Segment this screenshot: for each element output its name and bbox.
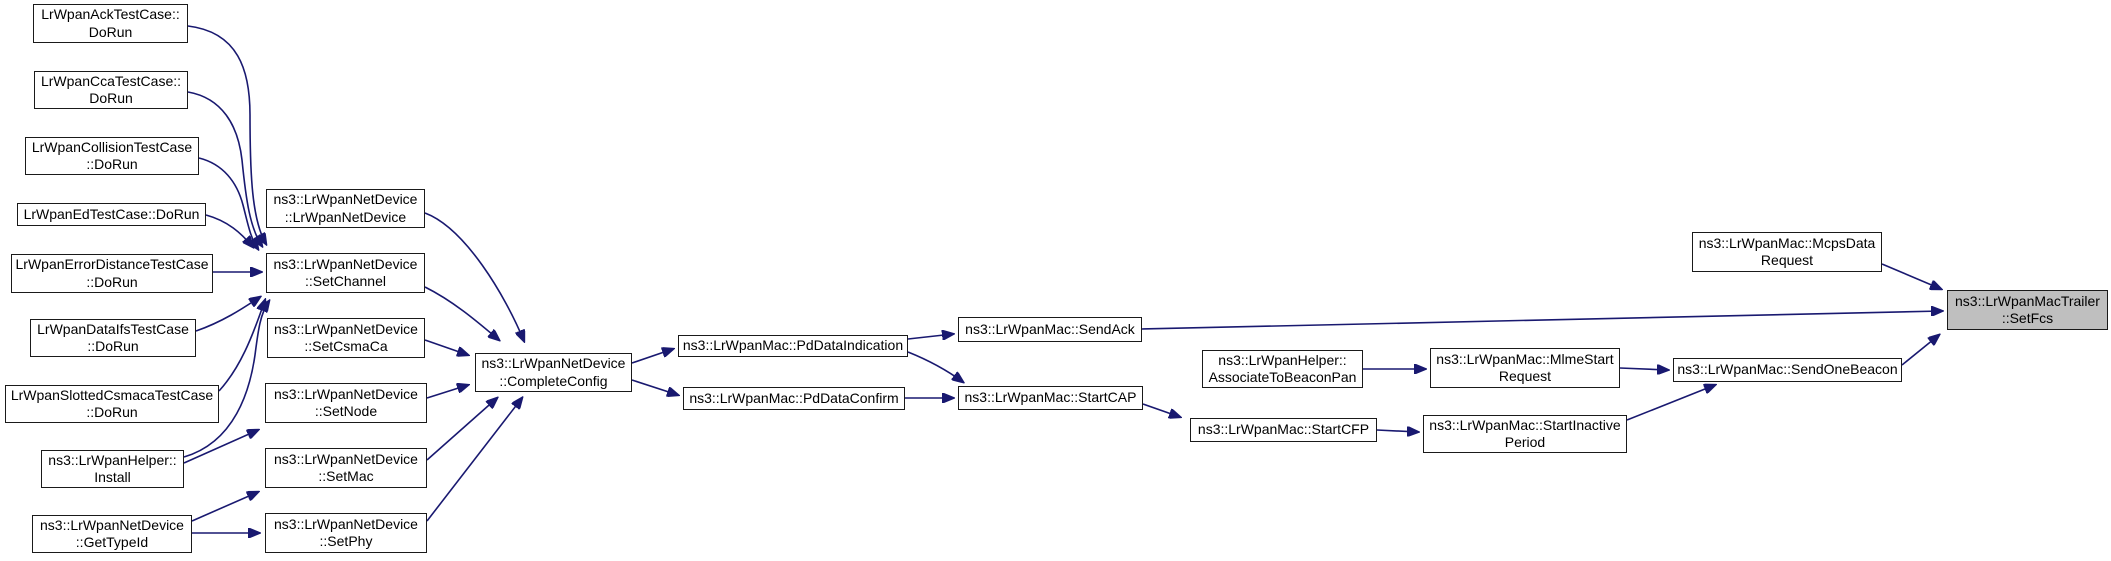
edge-mlmestartrequest-to-sendonebeacon [1619, 368, 1668, 370]
edge-pddataindication-to-sendack [907, 334, 953, 339]
edge-ack-dorun-to-setchannel [187, 25, 266, 244]
edge-setcsmaca-to-completeconfig [424, 339, 468, 355]
edge-slottedcsmaca-dorun-to-setchannel [218, 300, 265, 392]
node-lrwpanmac-pddataconfirm[interactable]: ns3::LrWpanMac::PdDataConfirm [683, 387, 905, 410]
edge-sendack-to-setfcs [1141, 311, 1942, 330]
node-lrwpandataifstestcase-dorun[interactable]: LrWpanDataIfsTestCase ::DoRun [30, 319, 196, 357]
node-lrwpanslottedcsmacatestcase-dorun[interactable]: LrWpanSlottedCsmacaTestCase ::DoRun [5, 385, 219, 423]
node-lrwpanmac-mlmestartrequest[interactable]: ns3::LrWpanMac::MlmeStart Request [1430, 348, 1620, 388]
node-lrwpanmac-sendack[interactable]: ns3::LrWpanMac::SendAck [958, 317, 1142, 342]
node-lrwpannetdevice-setcsmaca[interactable]: ns3::LrWpanNetDevice ::SetCsmaCa [267, 318, 425, 358]
node-lrwpanhelper-install[interactable]: ns3::LrWpanHelper:: Install [41, 450, 184, 488]
node-lrwpanacktestcase-dorun[interactable]: LrWpanAckTestCase:: DoRun [33, 4, 188, 43]
edge-setmac-to-completeconfig [426, 398, 497, 461]
edge-completeconfig-to-pddataconfirm [631, 379, 678, 395]
edge-dataifs-dorun-to-setchannel [195, 297, 260, 332]
edge-cca-dorun-to-setchannel [187, 91, 262, 246]
node-lrwpanccatestcase-dorun[interactable]: LrWpanCcaTestCase:: DoRun [34, 71, 188, 109]
node-lrwpancollisiontestcase-dorun[interactable]: LrWpanCollisionTestCase ::DoRun [25, 137, 199, 175]
node-lrwpannetdevice-setphy[interactable]: ns3::LrWpanNetDevice ::SetPhy [265, 513, 427, 553]
edge-startinactiveperiod-to-sendonebeacon [1626, 385, 1715, 421]
node-lrwpanmactrailer-setfcs: ns3::LrWpanMacTrailer ::SetFcs [1947, 290, 2108, 330]
node-lrwpannetdevice-setnode[interactable]: ns3::LrWpanNetDevice ::SetNode [265, 383, 427, 423]
node-lrwpannetdevice-setchannel[interactable]: ns3::LrWpanNetDevice ::SetChannel [266, 253, 425, 293]
edge-setchannel-to-completeconfig [424, 286, 499, 340]
edge-completeconfig-to-pddataindication [631, 349, 673, 364]
edge-startcap-to-startcfp [1142, 403, 1180, 417]
node-lrwpanmac-mcpsdatarequest[interactable]: ns3::LrWpanMac::McpsData Request [1692, 232, 1882, 272]
node-lrwpanmac-startcfp[interactable]: ns3::LrWpanMac::StartCFP [1190, 418, 1377, 442]
node-lrwpanerrordistancetestcase-dorun[interactable]: LrWpanErrorDistanceTestCase ::DoRun [11, 254, 213, 293]
node-lrwpanhelper-associatetobeaconpan[interactable]: ns3::LrWpanHelper:: AssociateToBeaconPan [1202, 350, 1363, 388]
edge-sendonebeacon-to-setfcs [1901, 335, 1939, 366]
edge-setnode-to-completeconfig [426, 385, 468, 399]
node-lrwpanedtestcase-dorun[interactable]: LrWpanEdTestCase::DoRun [17, 203, 206, 226]
node-lrwpanmac-startcap[interactable]: ns3::LrWpanMac::StartCAP [958, 386, 1143, 410]
edge-pddataindication-to-startcap [907, 351, 963, 382]
edge-setphy-to-completeconfig [426, 398, 522, 522]
edge-ed-dorun-to-setchannel [205, 214, 253, 247]
node-lrwpannetdevice-completeconfig[interactable]: ns3::LrWpanNetDevice ::CompleteConfig [475, 353, 632, 392]
node-lrwpanmac-pddataindication[interactable]: ns3::LrWpanMac::PdDataIndication [678, 335, 908, 357]
node-lrwpannetdevice-setmac[interactable]: ns3::LrWpanNetDevice ::SetMac [265, 448, 427, 488]
edge-startcfp-to-startinactiveperiod [1376, 430, 1418, 432]
node-lrwpannetdevice-constructor[interactable]: ns3::LrWpanNetDevice ::LrWpanNetDevice [266, 189, 425, 228]
edge-collision-dorun-to-setchannel [198, 157, 258, 249]
edge-mcpsdatarequest-to-setfcs [1881, 263, 1941, 289]
edge-install-to-setnode [183, 430, 258, 464]
node-lrwpanmac-sendonebeacon[interactable]: ns3::LrWpanMac::SendOneBeacon [1673, 358, 1902, 382]
node-lrwpannetdevice-gettypeid[interactable]: ns3::LrWpanNetDevice ::GetTypeId [32, 515, 192, 553]
edge-gettypeid-to-setmac [191, 492, 258, 522]
edge-ctor-to-completeconfig [424, 212, 524, 341]
edge-install-to-setchannel [183, 301, 269, 458]
node-lrwpanmac-startinactiveperiod[interactable]: ns3::LrWpanMac::StartInactive Period [1423, 415, 1627, 453]
